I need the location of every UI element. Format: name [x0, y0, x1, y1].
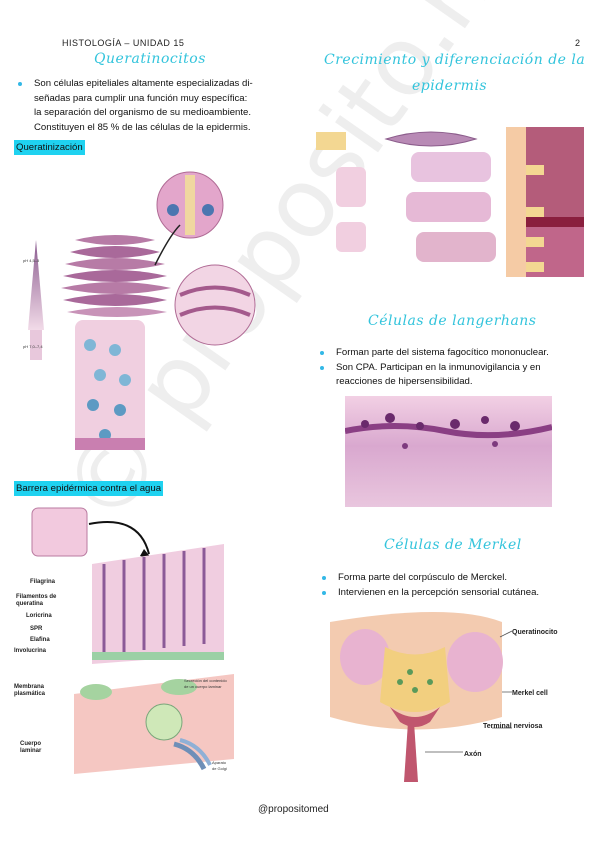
- merkel-title: Células de Merkel: [384, 537, 522, 553]
- barrera-label: Barrera epidérmica contra el agua: [14, 481, 164, 496]
- svg-text:Cuerpo: Cuerpo: [20, 741, 41, 747]
- merkel-bullet-1: Forma parte del corpúsculo de Merckel.: [320, 571, 590, 586]
- langerhans-title: Células de langerhans: [368, 313, 537, 329]
- bullet-line: señadas para cumplir una función muy esp…: [34, 92, 248, 104]
- svg-text:de un cuerpo laminar: de un cuerpo laminar: [184, 684, 222, 689]
- svg-text:Membrana: Membrana: [14, 684, 45, 690]
- svg-text:Secreción del contenido: Secreción del contenido: [184, 678, 227, 683]
- svg-text:Involucrina: Involucrina: [14, 648, 47, 654]
- svg-text:Axón: Axón: [464, 751, 482, 758]
- bullet-line: la separación del organismo de su medioa…: [34, 107, 252, 118]
- queratinizacion-label: Queratinización: [14, 140, 85, 155]
- queratinizacion-figure: pH 4,5–5 pH 7,0–7,4: [23, 171, 256, 450]
- footer-handle: @propositomed: [258, 804, 329, 815]
- svg-text:pH 7,0–7,4: pH 7,0–7,4: [23, 344, 43, 349]
- svg-text:laminar: laminar: [20, 748, 42, 754]
- bullet-line: Son células epiteliales altamente especi…: [34, 78, 253, 89]
- bullet-text: Forman parte del sistema fagocítico mono…: [336, 347, 549, 358]
- bullet-line: Son CPA. Participan en la inmunovigilanc…: [336, 361, 541, 373]
- crecimiento-title-line2: epidermis: [412, 78, 488, 94]
- merkel-figure: Queratinocito Merkel cell Terminal nervi…: [330, 612, 558, 782]
- queratinocitos-bullet: Son células epiteliales altamente especi…: [16, 77, 291, 135]
- crecimiento-title-line1: Crecimiento y diferenciación de la: [324, 52, 586, 68]
- svg-text:de Golgi: de Golgi: [212, 766, 227, 771]
- crecimiento-figure: [316, 127, 584, 277]
- svg-text:Terminal nerviosa: Terminal nerviosa: [483, 723, 543, 730]
- bullet-text: Intervienen en la percepción sensorial c…: [338, 586, 540, 598]
- svg-text:Filagrina: Filagrina: [30, 579, 56, 585]
- stratum-cells: [75, 320, 145, 450]
- page-number: 2: [575, 38, 581, 48]
- svg-text:Queratinocito: Queratinocito: [512, 629, 558, 636]
- svg-text:Elafina: Elafina: [30, 637, 50, 643]
- up-arrow: [28, 240, 44, 330]
- svg-text:SPR: SPR: [30, 626, 43, 632]
- stratum-corneum: [61, 235, 171, 317]
- svg-text:plasmática: plasmática: [14, 691, 46, 697]
- langerhans-bullet-1: Forman parte del sistema fagocítico mono…: [318, 346, 588, 361]
- svg-text:queratina: queratina: [16, 601, 44, 607]
- langerhans-bullets: Forman parte del sistema fagocítico mono…: [318, 346, 588, 390]
- merkel-bullets: Forma parte del corpúsculo de Merckel. I…: [320, 571, 590, 600]
- svg-text:Loricrina: Loricrina: [26, 613, 52, 619]
- svg-text:Filamentos de: Filamentos de: [16, 594, 57, 600]
- langerhans-micrograph: [345, 396, 552, 507]
- langerhans-bullet-2: Son CPA. Participan en la inmunovigilanc…: [318, 361, 588, 390]
- barrera-figure: Filagrina Filamentos de queratina Loricr…: [14, 507, 234, 774]
- merkel-bullet-2: Intervienen en la percepción sensorial c…: [320, 586, 590, 601]
- lamellar-detail: [74, 674, 234, 774]
- bullet-line: Constituyen el 85 % de las células de la…: [34, 121, 251, 133]
- bullet-text: Forma parte del corpúsculo de Merckel.: [338, 572, 508, 583]
- svg-text:pH 4,5–5: pH 4,5–5: [23, 258, 40, 263]
- barrier-layer: [92, 544, 224, 664]
- svg-text:Merkel cell: Merkel cell: [512, 690, 548, 697]
- bullet-line: reacciones de hipersensibilidad.: [336, 376, 473, 387]
- header-title: HISTOLOGÍA – UNIDAD 15: [62, 38, 185, 48]
- svg-text:Aparato: Aparato: [212, 760, 227, 765]
- zoom-circle-bottom: [174, 264, 256, 346]
- queratinocitos-bullets: Son células epiteliales altamente especi…: [16, 77, 291, 135]
- queratinocitos-title: Queratinocitos: [94, 51, 206, 67]
